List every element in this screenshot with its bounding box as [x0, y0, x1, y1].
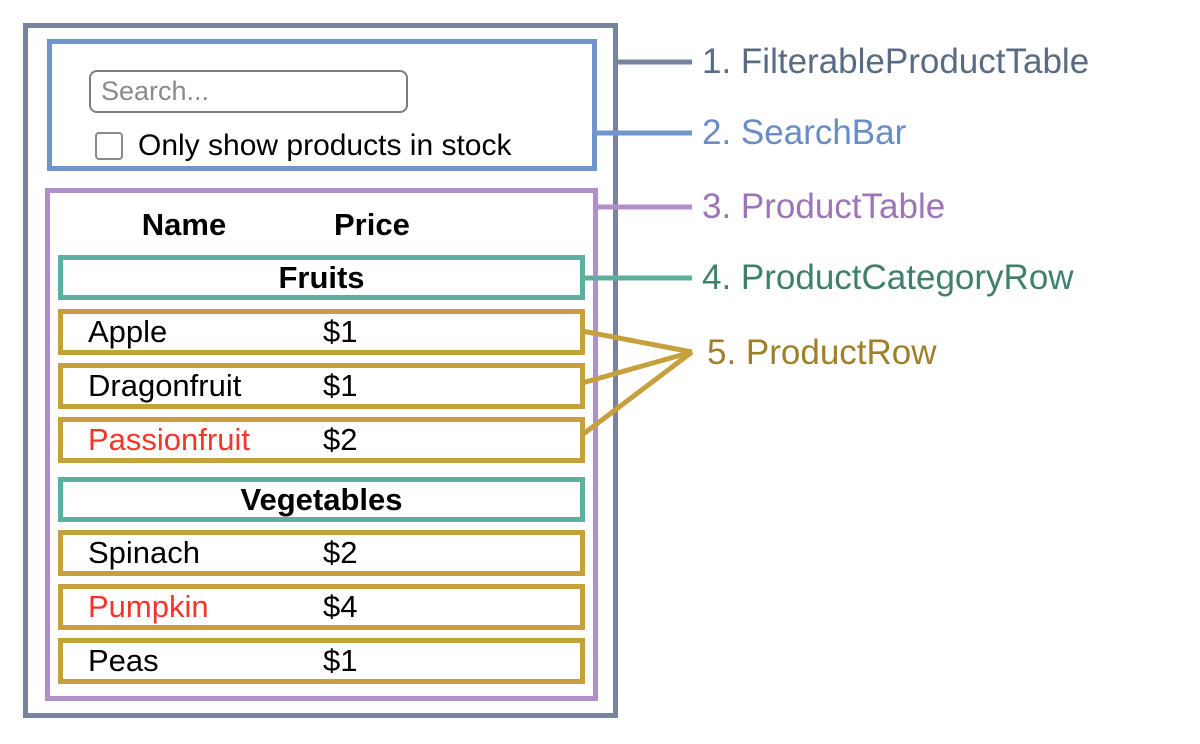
- in-stock-checkbox-label: Only show products in stock: [138, 129, 512, 162]
- legend-item-search-bar: 2. SearchBar: [702, 113, 907, 152]
- product-name: Peas: [88, 643, 159, 678]
- product-row: Pumpkin $4: [58, 584, 585, 630]
- category-label: Fruits: [278, 259, 365, 295]
- product-name: Spinach: [88, 535, 201, 570]
- product-row: Apple $1: [58, 309, 585, 355]
- product-price: $1: [323, 643, 358, 678]
- category-label: Vegetables: [240, 481, 403, 517]
- product-row: Peas $1: [58, 638, 585, 684]
- product-price: $2: [323, 422, 358, 457]
- product-name: Pumpkin: [88, 589, 209, 624]
- product-row: Dragonfruit $1: [58, 363, 585, 409]
- product-price: $4: [323, 589, 358, 624]
- category-row-vegetables: Vegetables: [58, 477, 585, 522]
- search-bar-box: Only show products in stock: [47, 39, 597, 171]
- legend-item-product-table: 3. ProductTable: [702, 187, 946, 226]
- product-price: $2: [323, 535, 358, 570]
- product-price: $1: [323, 368, 358, 403]
- product-name: Apple: [88, 314, 168, 349]
- category-row-fruits: Fruits: [58, 255, 585, 300]
- in-stock-checkbox[interactable]: [95, 132, 123, 160]
- product-row: Passionfruit $2: [58, 417, 585, 463]
- table-header-row: Name Price: [58, 203, 585, 247]
- product-name: Passionfruit: [88, 422, 250, 457]
- product-price: $1: [323, 314, 358, 349]
- column-header-price: Price: [334, 207, 410, 242]
- legend-item-product-row: 5. ProductRow: [707, 333, 937, 372]
- column-header-name: Name: [141, 207, 227, 242]
- product-row: Spinach $2: [58, 530, 585, 576]
- search-input[interactable]: [89, 70, 408, 113]
- legend-item-filterable-product-table: 1. FilterableProductTable: [702, 42, 1090, 81]
- filterable-product-table-box: Only show products in stock Name Price F…: [23, 23, 618, 718]
- legend-item-product-category-row: 4. ProductCategoryRow: [702, 258, 1074, 297]
- product-name: Dragonfruit: [88, 368, 242, 403]
- stock-filter-row: Only show products in stock: [95, 128, 512, 164]
- product-table-box: Name Price Fruits Apple $1 Dragonfruit $…: [45, 188, 598, 701]
